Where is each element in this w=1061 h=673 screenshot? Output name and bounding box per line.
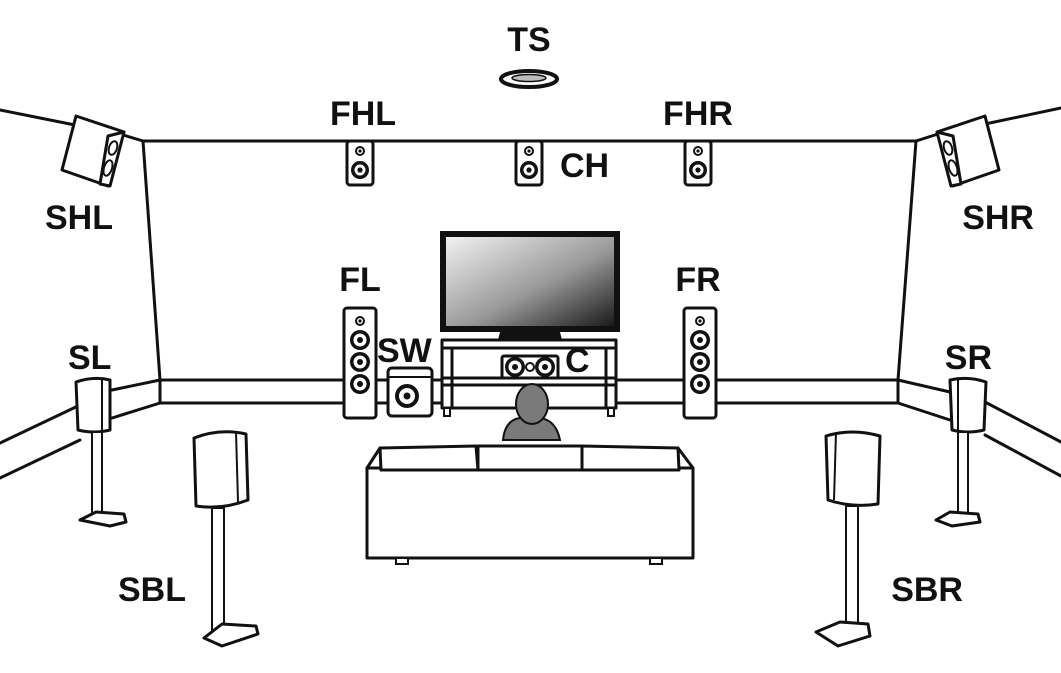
- television: [440, 231, 620, 340]
- label-sr: SR: [945, 339, 992, 377]
- label-sl: SL: [68, 339, 111, 377]
- top-surround-speaker-icon: [499, 69, 559, 89]
- surround-right-speaker-icon: [934, 376, 988, 528]
- label-shr: SHR: [962, 199, 1034, 237]
- surround-back-left-speaker-icon: [192, 430, 260, 648]
- surround-back-right-speaker-icon: [814, 430, 882, 648]
- label-ch: CH: [560, 147, 609, 185]
- center-height-speaker-icon: [514, 139, 544, 187]
- front-height-left-speaker-icon: [345, 139, 375, 187]
- label-fhl: FHL: [330, 95, 396, 133]
- label-shl: SHL: [45, 199, 113, 237]
- label-ts: TS: [507, 21, 550, 59]
- label-sbl: SBL: [118, 571, 186, 609]
- surround-height-right-speaker-icon: [935, 114, 1001, 188]
- center-speaker-icon: [500, 354, 560, 380]
- speaker-labels: TS FHL FHR CH SHL SHR FL FR SW C SL SR S…: [45, 21, 1034, 609]
- label-fr: FR: [675, 261, 720, 299]
- surround-left-speaker-icon: [74, 376, 128, 528]
- label-sw: SW: [377, 332, 433, 370]
- front-left-speaker-icon: [342, 306, 378, 420]
- sofa: [365, 444, 695, 565]
- front-right-speaker-icon: [682, 306, 718, 420]
- front-height-right-speaker-icon: [683, 139, 713, 187]
- subwoofer-icon: [386, 366, 434, 418]
- label-c: C: [565, 342, 590, 380]
- label-sbr: SBR: [891, 571, 963, 609]
- listener-icon: [501, 383, 562, 441]
- label-fl: FL: [339, 261, 381, 299]
- label-fhr: FHR: [663, 95, 733, 133]
- surround-height-left-speaker-icon: [60, 114, 126, 188]
